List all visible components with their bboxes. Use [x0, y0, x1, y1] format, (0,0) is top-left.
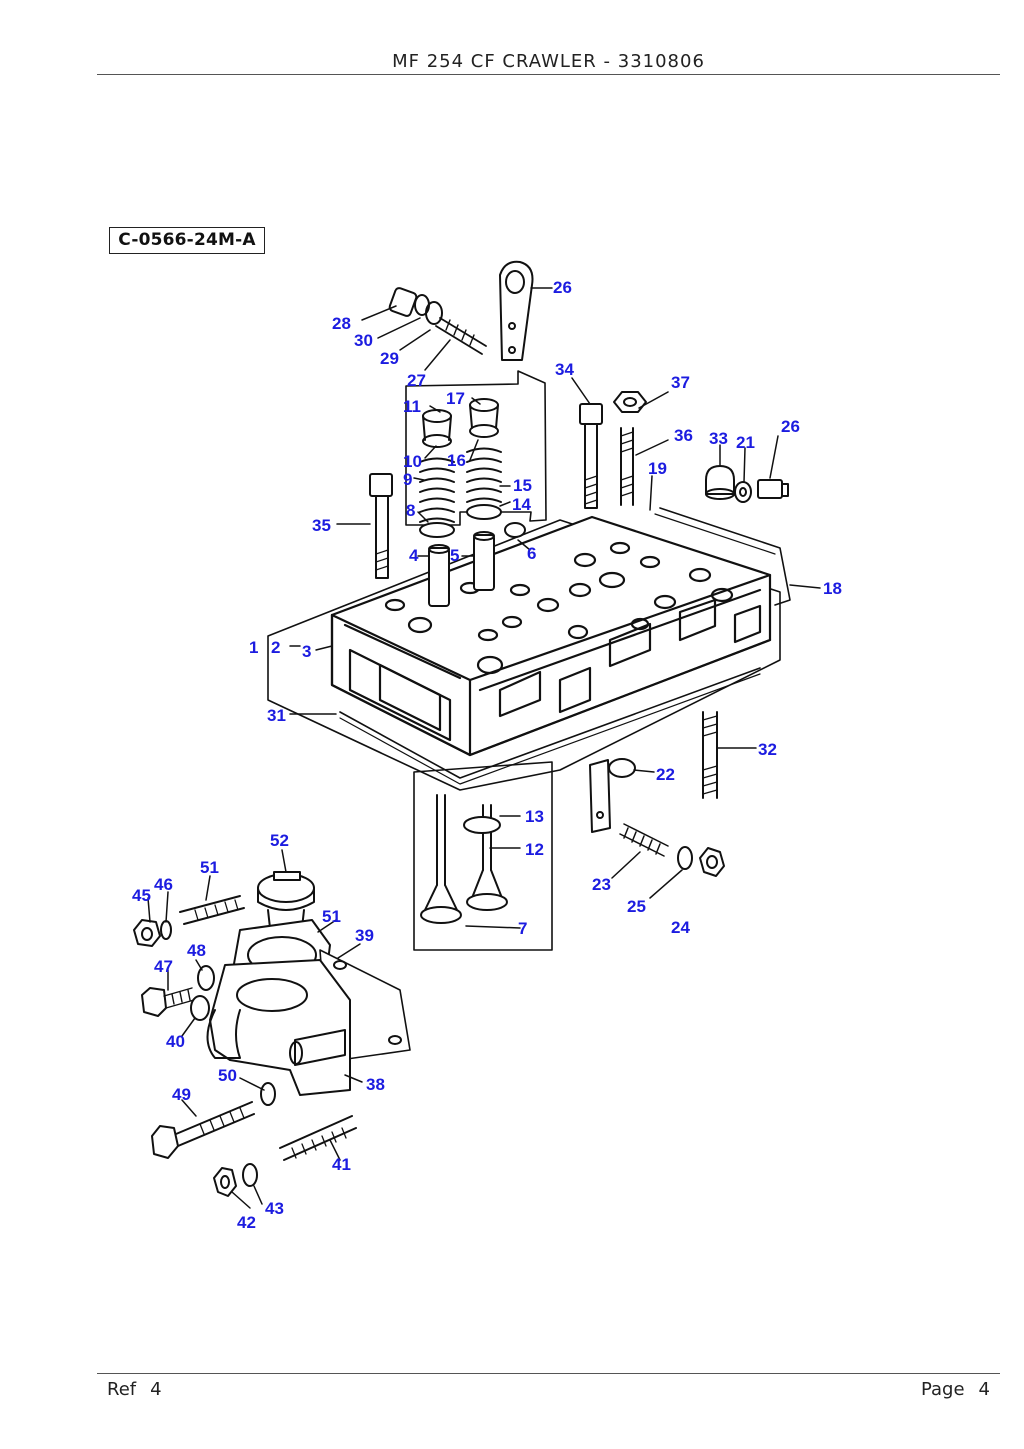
plug-40 [190, 995, 210, 1021]
stud-23 [619, 823, 669, 857]
callout-21: 21 [736, 433, 755, 452]
cap-nut-33 [705, 465, 735, 500]
callout-48: 48 [187, 941, 206, 960]
footer-page: Page 4 [921, 1379, 990, 1400]
callout-18: 18 [823, 579, 842, 598]
bolt-49 [151, 1101, 255, 1159]
valve-spring-right [466, 398, 526, 538]
callout-24: 24 [671, 918, 690, 937]
callout-10: 10 [403, 452, 422, 471]
callout-27: 27 [407, 371, 426, 390]
bolt-35 [369, 473, 393, 579]
callout-49: 49 [172, 1085, 191, 1104]
callout-12: 12 [525, 840, 544, 859]
callout-45: 45 [132, 886, 151, 905]
callout-52: 52 [270, 831, 289, 850]
callout-51: 51 [200, 858, 219, 877]
bolt-34 [579, 403, 603, 509]
bolt-26b [757, 479, 789, 499]
callout-1: 1 [249, 638, 258, 657]
ref-label: Ref [107, 1379, 137, 1400]
nut-24 [699, 847, 725, 877]
callout-26b: 26 [781, 417, 800, 436]
callout-3: 3 [302, 642, 311, 661]
callouts: 26 28 30 29 27 34 37 11 17 36 33 21 26 1… [132, 278, 842, 1232]
callout-22: 22 [656, 765, 675, 784]
callout-43: 43 [265, 1199, 284, 1218]
nut-42 [213, 1167, 237, 1197]
valve-right [463, 804, 508, 911]
bracket-22 [589, 758, 636, 833]
callout-15: 15 [513, 476, 532, 495]
banjo-bolt-group [388, 287, 487, 355]
nut-45-46 [133, 919, 172, 947]
valve-left [420, 794, 462, 924]
callout-32: 32 [758, 740, 777, 759]
callout-13: 13 [525, 807, 544, 826]
page-footer: Ref 4 Page 4 [97, 1373, 1000, 1400]
valve-guides [428, 531, 495, 607]
callout-33: 33 [709, 429, 728, 448]
callout-50: 50 [218, 1066, 237, 1085]
housing-38 [206, 959, 351, 1096]
callout-51b: 51 [322, 907, 341, 926]
ref-value: 4 [150, 1379, 162, 1400]
lifting-eye [499, 260, 534, 361]
callout-26: 26 [553, 278, 572, 297]
callout-29: 29 [380, 349, 399, 368]
page-label: Page [920, 1379, 965, 1400]
valve-spring-left [419, 409, 455, 538]
stud-36 [620, 427, 634, 506]
callout-36: 36 [674, 426, 693, 445]
callout-8: 8 [406, 501, 415, 520]
callout-30: 30 [354, 331, 373, 350]
callout-25: 25 [627, 897, 646, 916]
callout-34: 34 [555, 360, 574, 379]
leader-lines [147, 287, 821, 1209]
callout-46: 46 [154, 875, 173, 894]
document-title: MF 254 CF CRAWLER - 3310806 [392, 51, 705, 72]
thermostat-cap-52 [257, 871, 315, 933]
callout-40: 40 [166, 1032, 185, 1051]
callout-7: 7 [518, 919, 527, 938]
washer-48 [197, 965, 215, 991]
head-gasket [339, 667, 761, 779]
nut-37 [613, 391, 647, 413]
callout-39: 39 [355, 926, 374, 945]
callout-37: 37 [671, 373, 690, 392]
callout-19: 19 [648, 459, 667, 478]
callout-6: 6 [527, 544, 536, 563]
callout-4: 4 [409, 546, 419, 565]
callout-35: 35 [312, 516, 331, 535]
callout-11: 11 [403, 397, 421, 416]
callout-28: 28 [332, 314, 351, 333]
callout-47: 47 [154, 957, 173, 976]
callout-14: 14 [512, 495, 531, 514]
page-number: 4 [978, 1379, 990, 1400]
callout-31: 31 [267, 706, 286, 725]
diagram-reference-code: C-0566-24M-A [109, 227, 265, 254]
callout-5: 5 [450, 546, 459, 565]
stud-41 [279, 1115, 357, 1161]
washer-25 [677, 846, 693, 870]
callout-41: 41 [332, 1155, 351, 1174]
callout-42: 42 [237, 1213, 256, 1232]
valve-lower-group-outline [413, 761, 553, 951]
cover-gasket [659, 507, 791, 606]
callout-9: 9 [403, 470, 412, 489]
washer-50 [260, 1082, 276, 1106]
bolt-51-stud [179, 895, 245, 925]
callout-2: 2 [271, 638, 280, 657]
callout-16: 16 [447, 451, 466, 470]
stud-32 [702, 711, 718, 799]
washer-43 [242, 1163, 258, 1187]
bolt-47 [141, 987, 195, 1017]
callout-38: 38 [366, 1075, 385, 1094]
page-header: MF 254 CF CRAWLER - 3310806 [97, 48, 1000, 75]
callout-17: 17 [446, 389, 465, 408]
footer-ref: Ref 4 [107, 1379, 162, 1400]
callout-23: 23 [592, 875, 611, 894]
washer-21 [734, 481, 752, 503]
